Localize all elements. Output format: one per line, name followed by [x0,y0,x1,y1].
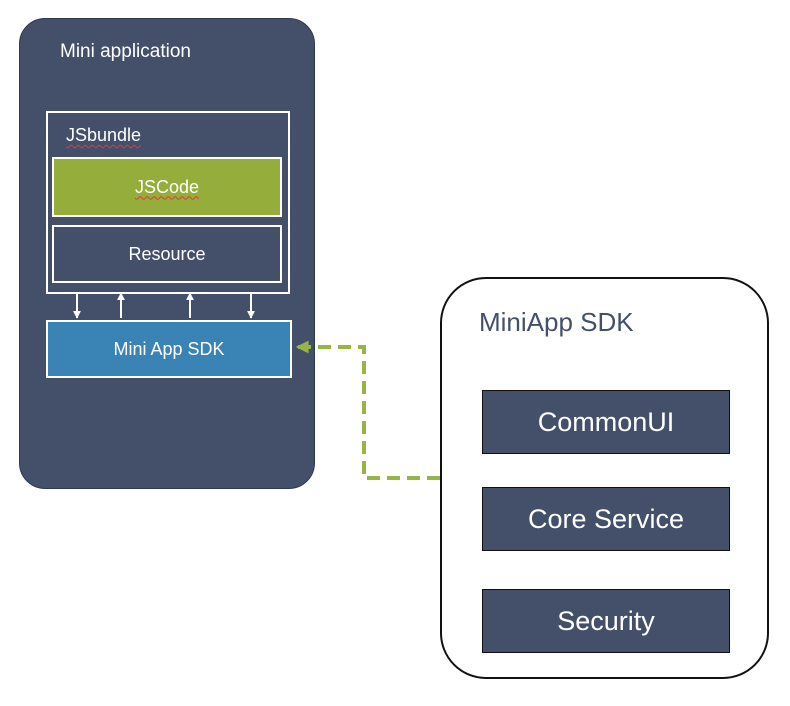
mini-application-container: Mini application JSbundle JSCode Resourc… [19,18,315,489]
security-label: Security [557,605,655,636]
security-module: Security [482,589,730,653]
miniapp-sdk-title: MiniApp SDK [479,307,634,337]
resource-box: Resource [52,225,282,283]
dashed-connector-arrow [295,340,440,480]
mini-app-sdk-box: Mini App SDK [46,320,292,378]
jsbundle-box: JSbundle JSCode Resource [46,111,290,294]
commonui-module: CommonUI [482,390,730,454]
jsbundle-title: JSbundle [66,125,142,145]
mini-application-title: Mini application [60,41,191,62]
jscode-box: JSCode [52,157,282,217]
mini-app-sdk-label: Mini App SDK [113,338,225,359]
resource-label: Resource [128,243,206,264]
core-service-label: Core Service [527,503,685,534]
miniapp-sdk-panel: MiniApp SDK CommonUI Core Service Securi… [440,277,769,679]
commonui-label: CommonUI [537,406,675,437]
jscode-label: JSCode [134,176,200,197]
core-service-module: Core Service [482,487,730,551]
